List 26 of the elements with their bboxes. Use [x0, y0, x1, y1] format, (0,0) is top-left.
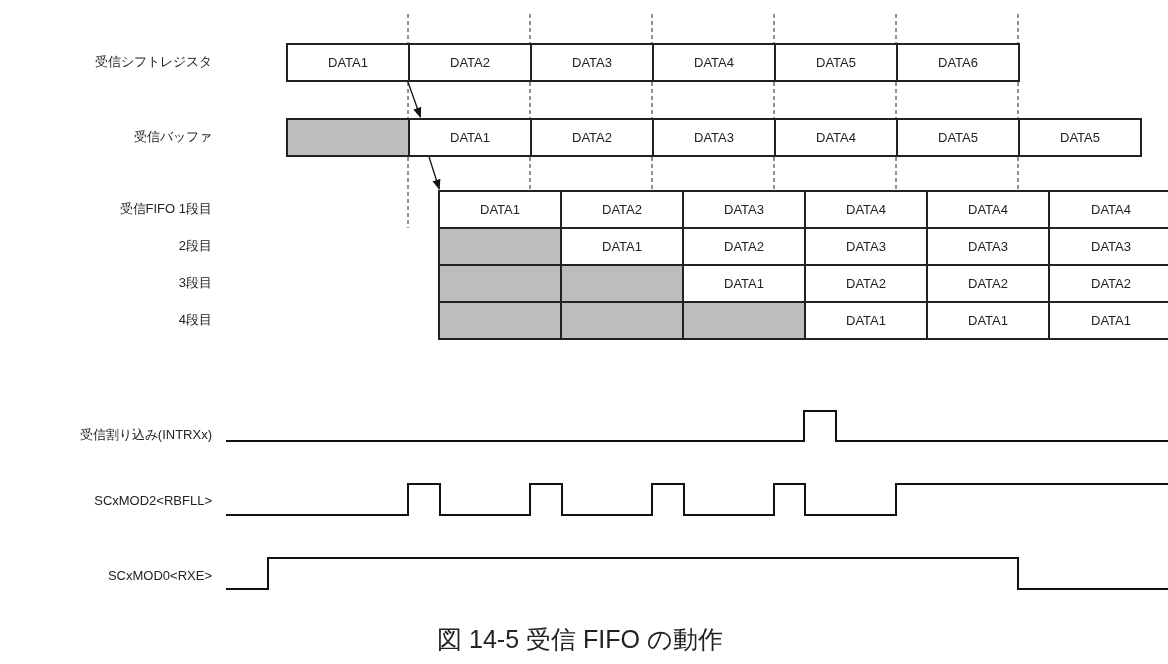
- row-label: 4段目: [178, 311, 212, 329]
- signal-label: SCxMOD0<RXE>: [107, 568, 212, 583]
- caption: 図 14-5 受信 FIFO の動作: [436, 624, 724, 655]
- empty-cell: [438, 227, 562, 266]
- data-cell: DATA5: [774, 43, 898, 82]
- data-cell: DATA5: [1018, 118, 1142, 157]
- data-cell: DATA3: [530, 43, 654, 82]
- data-cell: DATA5: [896, 118, 1020, 157]
- data-cell: DATA3: [652, 118, 776, 157]
- data-cell: DATA1: [408, 118, 532, 157]
- arrow: [407, 81, 422, 118]
- data-cell: DATA1: [286, 43, 410, 82]
- signal-label: 受信割り込み(INTRXx): [79, 426, 212, 444]
- data-cell: DATA6: [896, 43, 1020, 82]
- data-cell: DATA4: [774, 118, 898, 157]
- row-label: 受信FIFO 1段目: [119, 200, 212, 218]
- data-cell: DATA2: [530, 118, 654, 157]
- data-cell: DATA2: [408, 43, 532, 82]
- data-cell: DATA4: [652, 43, 776, 82]
- signal-label: SCxMOD2<RBFLL>: [94, 493, 212, 508]
- row-label: 受信シフトレジスタ: [95, 53, 212, 71]
- row-label: 受信バッファ: [134, 128, 212, 146]
- row-label: 2段目: [178, 237, 212, 255]
- empty-cell: [286, 118, 410, 157]
- arrow: [428, 156, 441, 190]
- row-label: 3段目: [178, 274, 212, 292]
